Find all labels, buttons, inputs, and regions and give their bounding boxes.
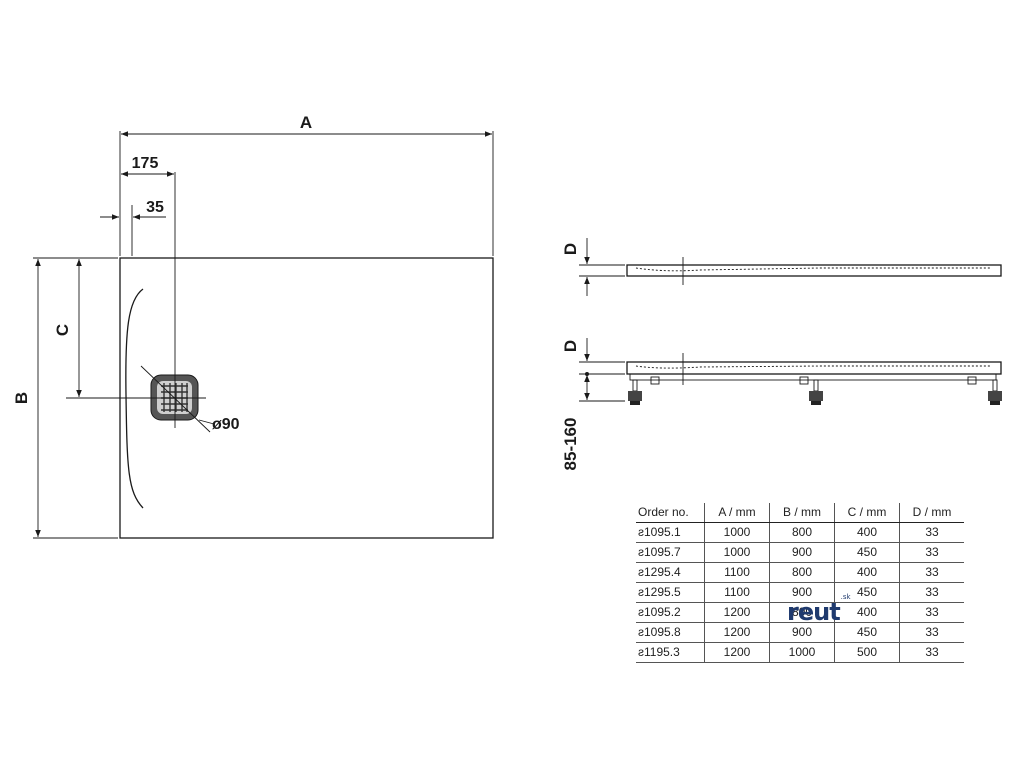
table-cell: 800 xyxy=(769,522,835,543)
dim-c-label: C xyxy=(53,324,72,336)
table-cell: 33 xyxy=(899,522,964,543)
leg-height-label: 85-160 xyxy=(561,418,580,471)
tray-section-top xyxy=(626,264,1002,277)
watermark-brand: reut xyxy=(787,598,841,626)
table-cell: 1200 xyxy=(704,602,770,623)
order-no-cell: ƨ1095.1 xyxy=(636,522,705,543)
dim-a-label: A xyxy=(300,113,312,132)
order-no-cell: ƨ1095.2 xyxy=(636,602,705,623)
dim-d-bottom-label: D xyxy=(561,340,580,352)
table-row: ƨ1295.4 1100 800 400 33 xyxy=(636,562,964,583)
table-cell: 1100 xyxy=(704,582,770,603)
table-cell: 1100 xyxy=(704,562,770,583)
table-row: ƨ1095.7 1000 900 450 33 xyxy=(636,542,964,563)
table-cell: 900 xyxy=(769,542,835,563)
table-cell: 1200 xyxy=(704,642,770,663)
order-no-cell: ƨ1095.7 xyxy=(636,542,705,563)
order-no-cell: ƨ1095.8 xyxy=(636,622,705,643)
table-cell: 450 xyxy=(834,582,900,603)
leg-left xyxy=(628,379,642,405)
side-view-flush: D xyxy=(561,238,1002,296)
table-cell: 33 xyxy=(899,622,964,643)
table-cell: 33 xyxy=(899,582,964,603)
table-row: ƨ1095.1 1000 800 400 33 xyxy=(636,522,964,543)
table-cell: 900 xyxy=(769,622,835,643)
dim-35-label: 35 xyxy=(146,199,164,216)
watermark-logo: reut.sk xyxy=(787,593,851,626)
table-row: ƨ1295.5 1100 900 450 33 xyxy=(636,582,964,603)
table-cell: 33 xyxy=(899,562,964,583)
table-cell: 400 xyxy=(834,522,900,543)
table-cell: 900 xyxy=(769,582,835,603)
plan-view: A 175 35 B C ø90 xyxy=(12,113,494,539)
table-cell: 800 xyxy=(769,602,835,623)
table-cell: 800 xyxy=(769,562,835,583)
table-cell: 1000 xyxy=(704,522,770,543)
table-cell: 1000 xyxy=(704,542,770,563)
column-header: D / mm xyxy=(899,503,964,523)
dim-d-top-label: D xyxy=(561,243,580,255)
table-cell: 450 xyxy=(834,542,900,563)
slope-curve xyxy=(125,288,144,509)
order-no-cell: ƨ1195.3 xyxy=(636,642,705,663)
table-header-row: Order no. A / mm B / mm C / mm D / mm xyxy=(636,503,964,523)
table-row: ƨ1095.2 1200 800 400 33 xyxy=(636,602,964,623)
specification-table: Order no. A / mm B / mm C / mm D / mm ƨ1… xyxy=(636,503,964,663)
column-header: Order no. xyxy=(636,503,705,523)
table-row: ƨ1195.3 1200 1000 500 33 xyxy=(636,642,964,663)
table-cell: 400 xyxy=(834,602,900,623)
column-header: C / mm xyxy=(834,503,900,523)
table-cell: 450 xyxy=(834,622,900,643)
table-cell: 33 xyxy=(899,602,964,623)
table-cell: 33 xyxy=(899,642,964,663)
side-view-legs: D 85-160 xyxy=(561,338,1002,470)
table-cell: 1200 xyxy=(704,622,770,643)
table-cell: 1000 xyxy=(769,642,835,663)
table-cell: 33 xyxy=(899,542,964,563)
table-cell: 500 xyxy=(834,642,900,663)
column-header: A / mm xyxy=(704,503,770,523)
leg-middle xyxy=(809,379,823,405)
dim-175-label: 175 xyxy=(132,155,159,172)
table-cell: 400 xyxy=(834,562,900,583)
column-header: B / mm xyxy=(769,503,835,523)
table-row: ƨ1095.8 1200 900 450 33 xyxy=(636,622,964,643)
dim-b-label: B xyxy=(12,392,31,404)
order-no-cell: ƨ1295.4 xyxy=(636,562,705,583)
order-no-cell: ƨ1295.5 xyxy=(636,582,705,603)
watermark-tld: .sk xyxy=(840,593,851,601)
leg-right xyxy=(988,379,1002,405)
drain-diameter-label: ø90 xyxy=(212,416,240,433)
